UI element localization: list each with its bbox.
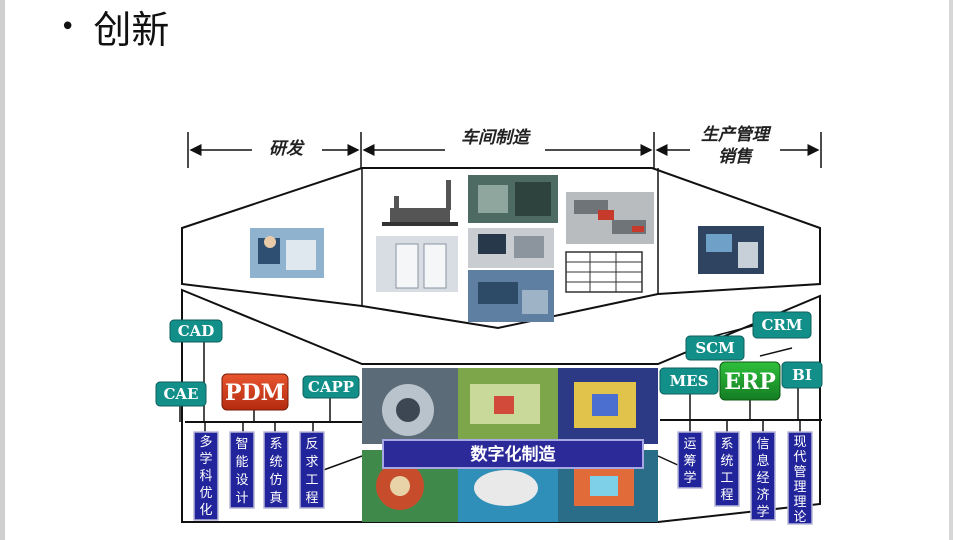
stage-label-research: 研发 xyxy=(269,139,305,159)
left-col1-char: 学 xyxy=(199,451,212,467)
crm-box: CRM xyxy=(752,311,812,339)
stage-dimension-lines xyxy=(187,132,822,168)
stage-label-mgmt-line2: 销售 xyxy=(718,147,754,167)
right-col4-char: 理 xyxy=(793,495,806,510)
right-col2-char: 统 xyxy=(720,454,733,469)
upper-lens-outline xyxy=(181,167,821,330)
workshop-assembly-photo xyxy=(468,270,554,322)
workshop-lab-photo xyxy=(376,236,458,292)
bi-box: BI xyxy=(781,361,823,389)
erp-label: ERP xyxy=(724,369,776,395)
left-col2-char: 计 xyxy=(235,491,248,506)
slide-frame-right xyxy=(949,0,953,540)
stage-label-workshop: 车间制造 xyxy=(461,128,531,148)
left-col3-char: 真 xyxy=(269,491,282,506)
right-col2-char: 系 xyxy=(720,437,733,452)
cad-box: CAD xyxy=(169,319,223,343)
left-col2-char: 智 xyxy=(235,437,248,452)
right-col4-char: 现 xyxy=(793,435,806,450)
left-column-2: 智 能 设 计 xyxy=(229,431,255,509)
right-col3-char: 经 xyxy=(756,471,769,486)
right-col1-char: 运 xyxy=(683,437,696,452)
slide-frame-left xyxy=(0,0,5,540)
right-column-2: 系 统 工 程 xyxy=(714,431,740,507)
capp-label: CAPP xyxy=(308,378,354,396)
right-col4-char: 管 xyxy=(793,465,806,480)
left-col3-char: 仿 xyxy=(269,473,282,488)
bi-label: BI xyxy=(792,366,812,384)
left-col1-char: 化 xyxy=(199,503,212,518)
left-col1-char: 优 xyxy=(199,486,212,501)
right-col2-char: 工 xyxy=(720,471,733,486)
left-col2-char: 设 xyxy=(235,473,248,488)
left-column-1: 多 学 科 优 化 xyxy=(193,431,219,521)
workshop-computer-photo xyxy=(468,228,554,268)
right-column-1: 运 筹 学 xyxy=(677,431,703,489)
right-col4-char: 论 xyxy=(793,510,806,525)
right-col1-char: 学 xyxy=(683,470,696,486)
research-photo xyxy=(250,228,324,278)
management-photo xyxy=(698,226,764,274)
pdm-box: PDM xyxy=(221,373,289,411)
workshop-tools-photo xyxy=(566,192,654,244)
left-col3-char: 系 xyxy=(269,437,282,452)
left-col4-char: 程 xyxy=(305,491,318,506)
right-col3-char: 学 xyxy=(756,504,769,520)
scm-box: SCM xyxy=(685,335,745,361)
cae-box: CAE xyxy=(155,381,207,407)
capp-box: CAPP xyxy=(302,375,360,399)
workshop-factory-icon xyxy=(382,180,458,226)
right-column-3: 信 息 经 济 学 xyxy=(750,431,776,521)
slide-title-text: 创新 xyxy=(93,8,170,52)
crm-label: CRM xyxy=(761,316,802,334)
left-col1-char: 科 xyxy=(199,469,212,484)
right-connectors xyxy=(657,323,801,467)
left-col3-char: 统 xyxy=(269,455,282,470)
left-col1-char: 多 xyxy=(199,434,212,450)
mes-box: MES xyxy=(659,367,719,395)
right-col4-char: 代 xyxy=(793,450,806,465)
right-col3-char: 济 xyxy=(756,488,769,503)
right-column-4: 现 代 管 理 理 论 xyxy=(787,431,813,525)
pdm-label: PDM xyxy=(225,380,285,406)
mes-label: MES xyxy=(670,372,709,390)
right-col4-char: 理 xyxy=(793,480,806,495)
erp-box: ERP xyxy=(719,361,781,401)
left-connectors xyxy=(179,340,363,473)
left-col4-char: 反 xyxy=(305,437,318,452)
cae-label: CAE xyxy=(163,385,198,403)
center-banner-label: 数字化制造 xyxy=(471,444,557,465)
left-col4-char: 工 xyxy=(305,473,318,488)
digital-manufacturing-banner: 数字化制造 xyxy=(382,439,644,469)
stage-label-mgmt-line1: 生产管理 xyxy=(701,125,772,145)
right-col3-char: 信 xyxy=(756,437,769,452)
right-col3-char: 息 xyxy=(756,453,769,469)
lower-lens-outline xyxy=(181,288,821,523)
left-col2-char: 能 xyxy=(235,455,248,470)
left-col4-char: 求 xyxy=(305,455,318,470)
right-col2-char: 程 xyxy=(720,488,733,503)
bullet-icon: • xyxy=(60,12,76,42)
workshop-machine-photo xyxy=(468,175,558,223)
cad-label: CAD xyxy=(178,322,215,340)
scm-label: SCM xyxy=(695,339,734,357)
right-col1-char: 筹 xyxy=(683,453,696,469)
left-column-3: 系 统 仿 真 xyxy=(263,431,289,509)
workshop-building-icon xyxy=(565,251,643,293)
slide-title: • 创新 xyxy=(60,2,169,55)
left-column-4: 反 求 工 程 xyxy=(299,431,325,509)
